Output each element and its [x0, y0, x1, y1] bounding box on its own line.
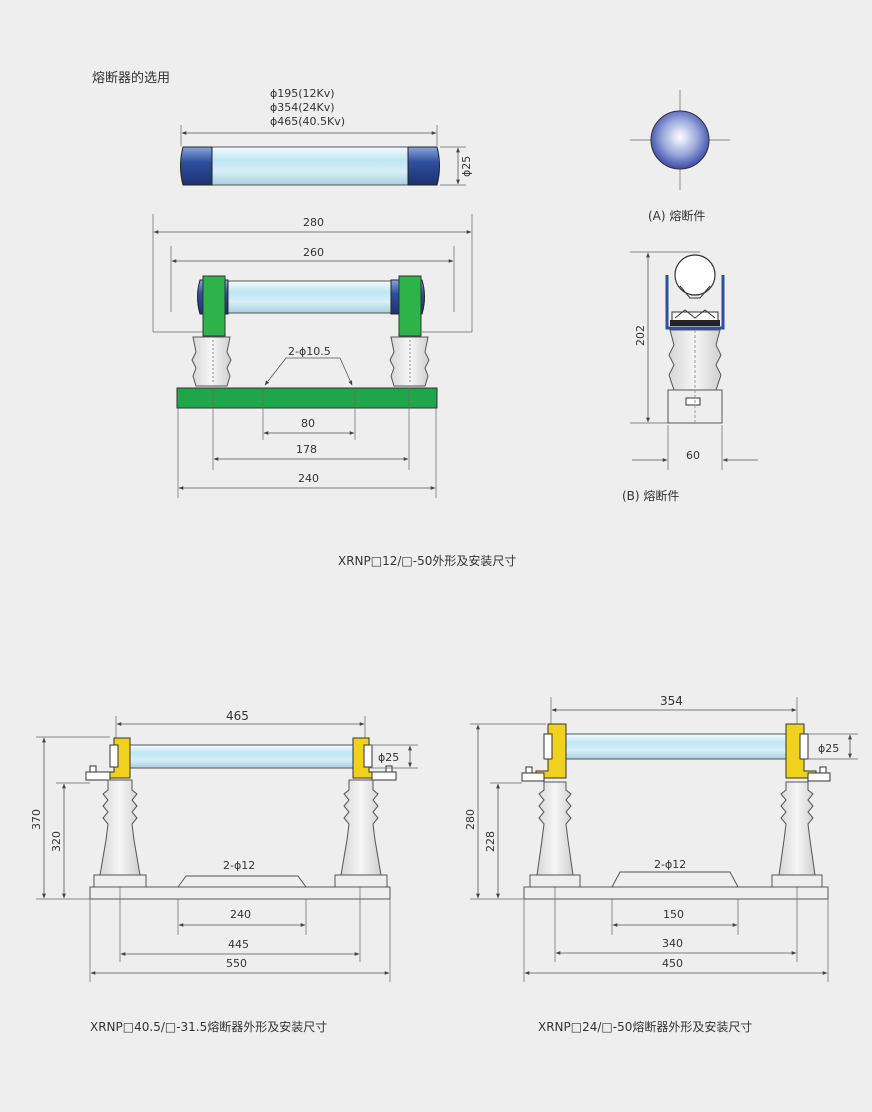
fuse-diameter-label: ϕ25	[460, 156, 473, 177]
side-view-b: 202 60 (B) 熔断件	[622, 251, 758, 503]
caption-a: (A) 熔断件	[648, 208, 705, 223]
dia-25-24kv: ϕ25	[818, 742, 839, 755]
dim-240: 240	[298, 472, 319, 485]
holes-40kv: 2-ϕ12	[223, 859, 255, 872]
dia-25-40kv: ϕ25	[378, 751, 399, 764]
right-clamp	[398, 275, 422, 337]
dim-260: 260	[303, 246, 324, 259]
drawing-24kv: 354 ϕ25 2-ϕ12 280	[464, 694, 858, 1034]
height-202: 202	[634, 325, 647, 346]
drawing-12kv: 280 260 2-ϕ10.5 80	[152, 214, 516, 568]
left-clamp	[202, 275, 226, 337]
base-plate	[176, 387, 438, 409]
fuse-tube	[211, 146, 409, 186]
dim-354: 354	[660, 694, 683, 708]
dim-445: 445	[228, 938, 249, 951]
width-60: 60	[686, 449, 700, 462]
dim-280-24kv: 280	[464, 809, 477, 830]
caption-b: (B) 熔断件	[622, 488, 679, 503]
dim-150: 150	[663, 908, 684, 921]
dim-228: 228	[484, 831, 497, 852]
left-insulator-40kv	[93, 779, 147, 888]
right-insulator-40kv	[334, 779, 388, 888]
fuse-cross-section	[650, 110, 710, 170]
fuse-length-12kv: ϕ195(12Kv)	[270, 87, 335, 100]
dim-80: 80	[301, 417, 315, 430]
dim-280: 280	[303, 216, 324, 229]
dim-340: 340	[662, 937, 683, 950]
dim-450: 450	[662, 957, 683, 970]
left-insulator	[191, 336, 232, 387]
dim-370: 370	[30, 809, 43, 830]
page-heading: 熔断器的选用	[92, 70, 170, 86]
base-24kv	[523, 886, 829, 900]
side-view-a: (A) 熔断件	[630, 90, 730, 223]
fuse-length-24kv: ϕ354(24Kv)	[270, 101, 335, 114]
right-insulator-24kv	[771, 781, 823, 888]
fuse-right-cap	[407, 146, 440, 186]
right-insulator	[389, 336, 430, 387]
fuse-left-cap	[180, 146, 213, 186]
dim-240-40kv: 240	[230, 908, 251, 921]
fuse-top-view: ϕ195(12Kv) ϕ354(24Kv) ϕ465(40.5Kv) ϕ25	[180, 87, 473, 186]
drawing-40kv: 465 ϕ25 2-ϕ12 3	[30, 709, 418, 1034]
holes-label: 2-ϕ10.5	[288, 345, 331, 358]
holes-24kv: 2-ϕ12	[654, 858, 686, 871]
dim-465: 465	[226, 709, 249, 723]
dim-320: 320	[50, 831, 63, 852]
dim-178: 178	[296, 443, 317, 456]
caption-24kv: XRNP□24/□-50熔断器外形及安装尺寸	[538, 1019, 752, 1034]
base-40kv	[89, 886, 391, 900]
dim-550: 550	[226, 957, 247, 970]
fuse-length-40kv: ϕ465(40.5Kv)	[270, 115, 345, 128]
caption-12kv: XRNP□12/□-50外形及安装尺寸	[338, 553, 516, 568]
left-insulator-24kv	[529, 781, 581, 888]
caption-40kv: XRNP□40.5/□-31.5熔断器外形及安装尺寸	[90, 1019, 327, 1034]
